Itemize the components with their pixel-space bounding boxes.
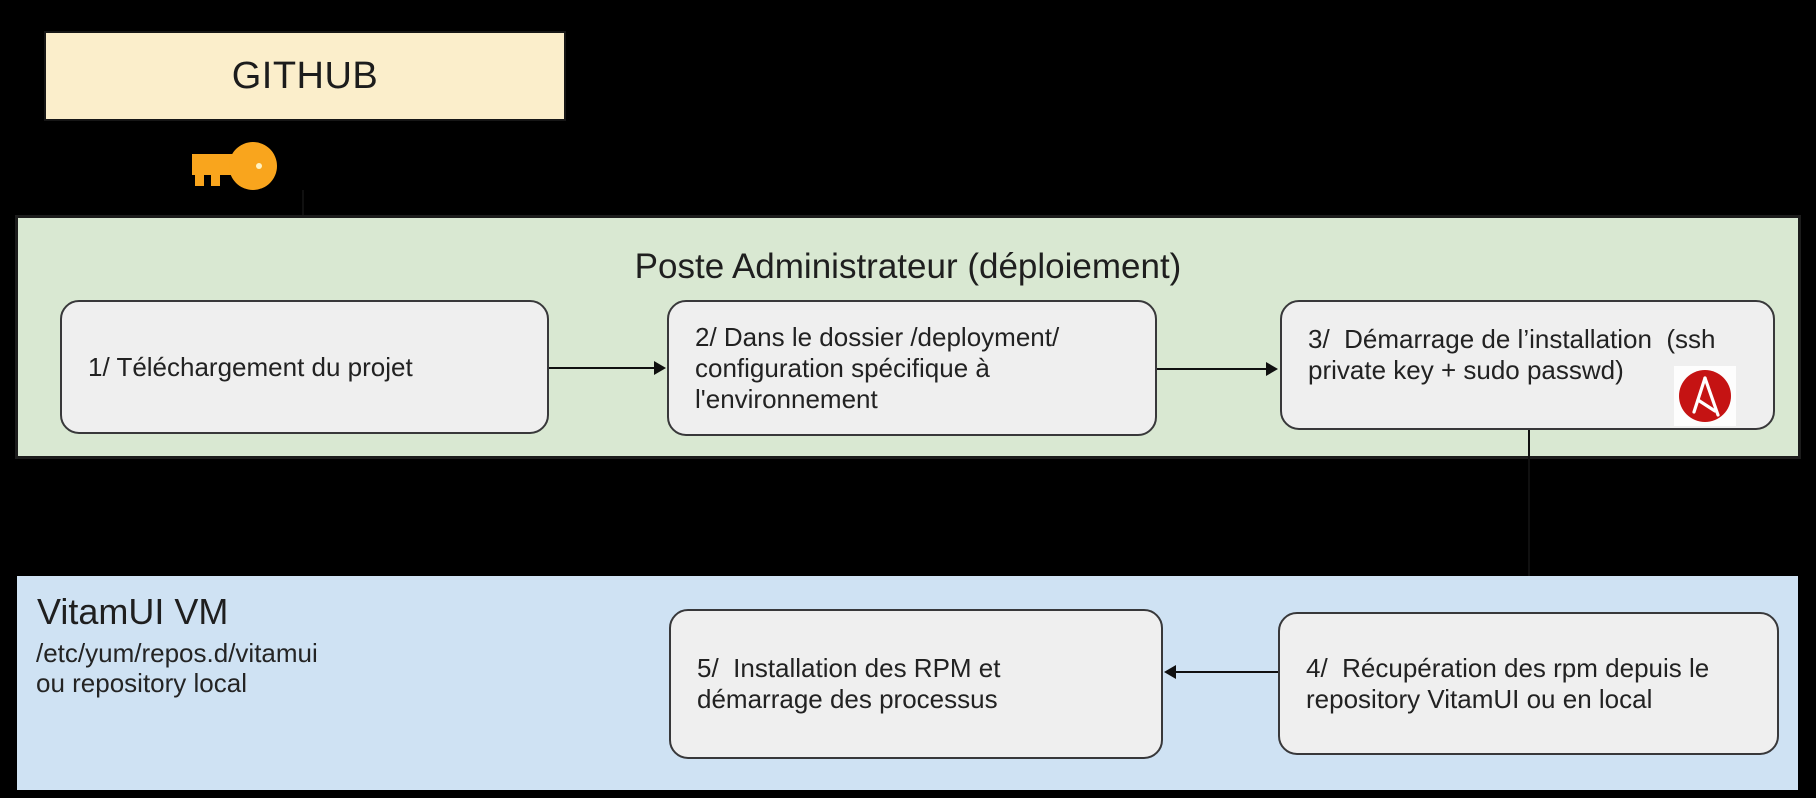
github-node: GITHUB — [44, 31, 566, 121]
step4-box: 4/ Récupération des rpm depuis le reposi… — [1278, 612, 1779, 755]
step3-text-line: private key + sudo passwd) — [1308, 355, 1624, 385]
step5-box: 5/ Installation des RPM et démarrage des… — [669, 609, 1163, 759]
key-icon — [192, 142, 277, 190]
admin-panel-title: Poste Administrateur (déploiement) — [634, 247, 1182, 286]
vm-subtitle-line: /etc/yum/repos.d/vitamui — [36, 638, 318, 668]
github-label: GITHUB — [231, 54, 379, 97]
step2-text-line: l'environnement — [695, 383, 878, 414]
step2-text-line: configuration spécifique à — [695, 352, 990, 383]
arrow-step3-step4-line — [1528, 430, 1530, 600]
step3-text-line: 3/ Démarrage de l’installation (ssh — [1308, 324, 1716, 354]
step2-text-line: 2/ Dans le dossier /deployment/ — [695, 321, 1060, 352]
arrow-step1-step2-head — [654, 361, 666, 375]
step5-text-line: 5/ Installation des RPM et — [697, 653, 1001, 683]
step1-text: 1/ Téléchargement du projet — [88, 351, 413, 382]
step2-box: 2/ Dans le dossier /deployment/ configur… — [667, 300, 1157, 436]
arrow-step4-step5-line — [1175, 671, 1278, 673]
step4-text-line: 4/ Récupération des rpm depuis le — [1306, 652, 1710, 683]
arrow-step2-step3-line — [1157, 368, 1268, 370]
arrow-step1-step2-line — [549, 367, 655, 369]
step5-text-line: démarrage des processus — [697, 684, 998, 714]
arrow-step2-step3-head — [1266, 362, 1278, 376]
step1-box: 1/ Téléchargement du projet — [60, 300, 549, 434]
vm-panel-title: VitamUI VM — [37, 591, 229, 632]
arrow-step4-step5-head — [1164, 665, 1176, 679]
vm-subtitle-line: ou repository local — [36, 668, 247, 698]
vm-panel-subtitle: /etc/yum/repos.d/vitamui ou repository l… — [36, 638, 318, 698]
ansible-logo-icon — [1674, 366, 1736, 426]
step4-text-line: repository VitamUI ou en local — [1306, 683, 1653, 714]
